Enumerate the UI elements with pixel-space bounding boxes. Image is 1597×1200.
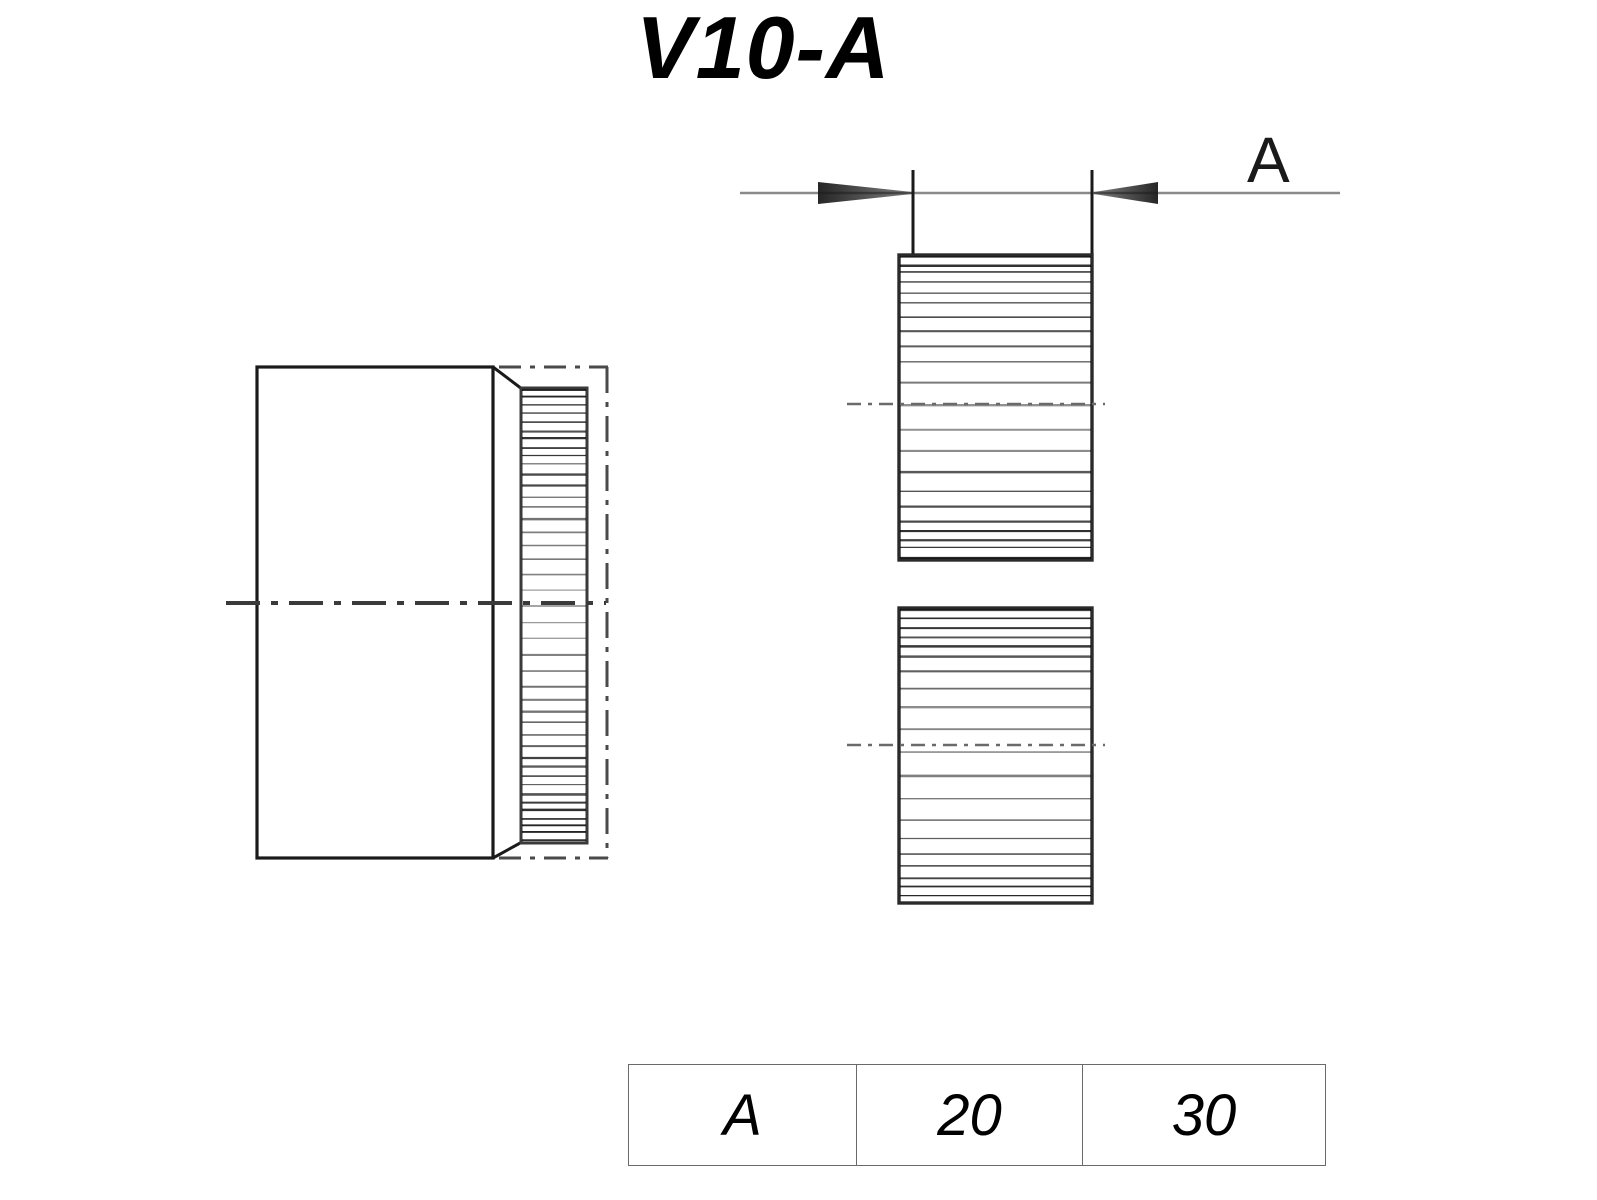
section-arrow-right-icon xyxy=(1094,182,1158,204)
side-view-body-rect xyxy=(255,365,495,860)
section-label: A xyxy=(1247,124,1290,196)
section-upper-block xyxy=(897,253,1094,562)
side-view-knurl-block xyxy=(519,386,589,845)
section-arrow-left-icon xyxy=(818,182,912,204)
side-view-chamfer-top xyxy=(492,365,523,391)
parameter-table-body: A 20 30 xyxy=(628,1064,1326,1166)
parameter-table: A 20 30 xyxy=(628,1064,1326,1166)
side-view-chamfer-bottom xyxy=(492,840,523,860)
section-lower-block xyxy=(897,606,1094,905)
table-cell-designation: A xyxy=(628,1064,857,1166)
page-title: V10-A xyxy=(636,0,891,97)
section-upper-block-hatch xyxy=(900,256,1091,559)
table-cell-value-1: 20 xyxy=(856,1064,1083,1166)
section-view-group xyxy=(740,170,1340,905)
section-lower-block-hatch xyxy=(900,608,1091,897)
table-cell-value-2: 30 xyxy=(1082,1064,1326,1166)
side-view-knurl-hatch xyxy=(522,389,586,842)
side-view-group xyxy=(226,365,609,860)
table-row: A 20 30 xyxy=(628,1064,1326,1166)
